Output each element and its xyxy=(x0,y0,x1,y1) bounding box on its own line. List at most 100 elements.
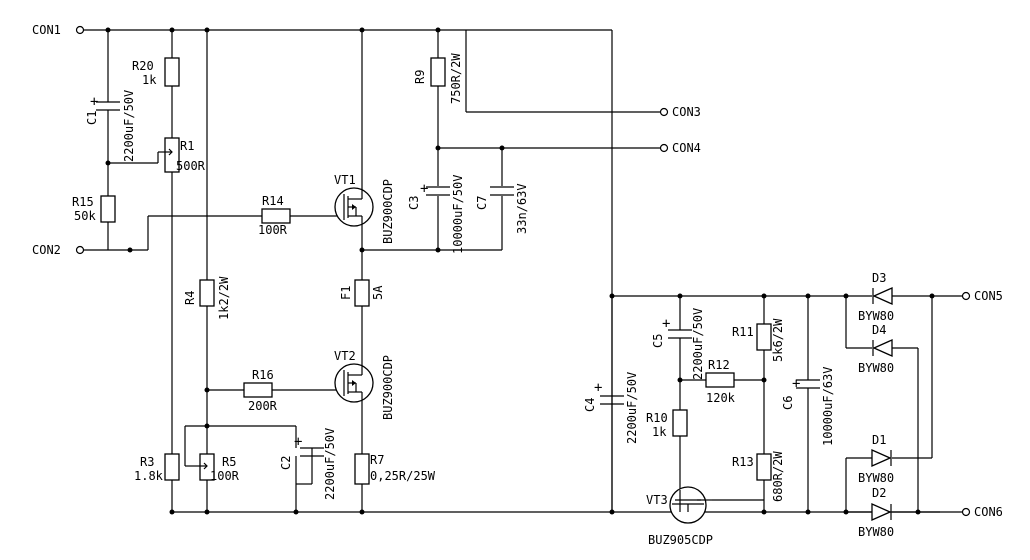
f1-ref: F1 xyxy=(339,286,353,300)
connector-con2: CON2 xyxy=(32,243,85,257)
transistor-vt3: VT3 BUZ905CDP xyxy=(646,486,713,547)
r15-ref: R15 xyxy=(72,195,94,209)
r7-value: 0,25R/25W xyxy=(370,469,436,483)
c1-plus: + xyxy=(90,94,98,110)
vt1-ref: VT1 xyxy=(334,173,356,187)
r5-value: 100R xyxy=(210,469,240,483)
r11-value: 5k6/2W xyxy=(771,318,785,362)
vt2-value: BUZ900CDP xyxy=(381,355,395,420)
d3-ref: D3 xyxy=(872,271,886,285)
resistor-r16: R16 200R xyxy=(243,368,278,413)
r5-ref: R5 xyxy=(222,455,236,469)
wires xyxy=(80,29,962,513)
d2-ref: D2 xyxy=(872,486,886,500)
r20-ref: R20 xyxy=(132,59,154,73)
resistor-r9: R9 750R/2W xyxy=(413,53,463,104)
capacitor-c3: + C3 10000uF/50V xyxy=(407,175,465,254)
resistor-r14: R14 100R xyxy=(258,194,291,237)
resistor-r3: R3 1.8k xyxy=(134,453,180,483)
con5-label: CON5 xyxy=(974,289,1003,303)
c2-ref: C2 xyxy=(279,456,293,470)
c5-value: 2200uF/50V xyxy=(691,308,705,380)
vt2-ref: VT2 xyxy=(334,349,356,363)
transistor-vt2: VT2 BUZ900CDP xyxy=(334,349,395,420)
potentiometer-r5: R5 100R xyxy=(198,453,240,483)
c1-value: 2200uF/50V xyxy=(122,90,136,162)
c4-value: 2200uF/50V xyxy=(625,372,639,444)
resistor-r7: R7 0,25R/25W xyxy=(354,453,436,485)
capacitor-c6: + C6 10000uF/63V xyxy=(781,367,835,446)
diode-d2: D2 BYW80 xyxy=(858,486,894,539)
f1-value: 5A xyxy=(371,285,385,300)
r14-ref: R14 xyxy=(262,194,284,208)
r13-value: 680R/2W xyxy=(771,451,785,502)
transistor-vt1: VT1 BUZ900CDP xyxy=(334,173,395,244)
vt1-value: BUZ900CDP xyxy=(381,179,395,244)
c4-plus: + xyxy=(594,380,602,396)
r7-ref: R7 xyxy=(370,453,384,467)
connector-con6: CON6 xyxy=(961,505,1003,519)
r15-value: 50k xyxy=(74,209,96,223)
c3-ref: C3 xyxy=(407,196,421,210)
r1-value: 500R xyxy=(176,159,206,173)
c7-value: 33n/63V xyxy=(515,183,529,234)
diode-d4: D4 BYW80 xyxy=(858,323,894,375)
con6-label: CON6 xyxy=(974,505,1003,519)
diode-d3: D3 BYW80 xyxy=(858,271,894,323)
r12-value: 120k xyxy=(706,391,736,405)
capacitor-c7: C7 33n/63V xyxy=(475,183,529,234)
r4-ref: R4 xyxy=(183,291,197,305)
c5-plus: + xyxy=(662,316,670,332)
d4-ref: D4 xyxy=(872,323,886,337)
r10-ref: R10 xyxy=(646,411,668,425)
c6-plus: + xyxy=(792,376,800,392)
con1-label: CON1 xyxy=(32,23,61,37)
resistor-r11: R11 5k6/2W xyxy=(732,318,785,362)
r12-ref: R12 xyxy=(708,358,730,372)
resistor-r13: R13 680R/2W xyxy=(732,451,785,502)
r3-ref: R3 xyxy=(140,455,154,469)
capacitor-c1: + C1 2200uF/50V xyxy=(85,90,136,162)
resistor-r12: R12 120k xyxy=(705,358,736,405)
connector-con5: CON5 xyxy=(961,289,1003,303)
connector-con3: CON3 xyxy=(659,105,701,119)
d3-value: BYW80 xyxy=(858,309,894,323)
r14-value: 100R xyxy=(258,223,288,237)
capacitor-c5: + C5 2200uF/50V xyxy=(651,308,705,380)
capacitor-c4: + C4 2200uF/50V xyxy=(583,372,639,444)
r1-ref: R1 xyxy=(180,139,194,153)
d4-value: BYW80 xyxy=(858,361,894,375)
c2-value: 2200uF/50V xyxy=(323,428,337,500)
r13-ref: R13 xyxy=(732,455,754,469)
diode-d1: D1 BYW80 xyxy=(858,433,894,485)
vt3-value: BUZ905CDP xyxy=(648,533,713,547)
resistor-r10: R10 1k xyxy=(646,409,688,439)
con3-label: CON3 xyxy=(672,105,701,119)
c2-plus: + xyxy=(294,434,302,450)
connector-con4: CON4 xyxy=(659,141,701,155)
r4-value: 1k2/2W xyxy=(217,276,231,320)
c6-value: 10000uF/63V xyxy=(821,367,835,446)
c4-ref: C4 xyxy=(583,398,597,412)
resistor-r15: R15 50k xyxy=(72,195,116,223)
d2-value: BYW80 xyxy=(858,525,894,539)
resistor-r4: R4 1k2/2W xyxy=(183,276,231,320)
r3-value: 1.8k xyxy=(134,469,164,483)
potentiometer-r1: R1 500R xyxy=(164,137,206,173)
capacitor-c2: + C2 2200uF/50V xyxy=(279,428,337,500)
d1-ref: D1 xyxy=(872,433,886,447)
c5-ref: C5 xyxy=(651,334,665,348)
junctions xyxy=(105,27,935,515)
d1-value: BYW80 xyxy=(858,471,894,485)
c3-value: 10000uF/50V xyxy=(451,175,465,254)
c3-plus: + xyxy=(420,181,428,197)
r9-ref: R9 xyxy=(413,70,427,84)
con4-label: CON4 xyxy=(672,141,701,155)
r10-value: 1k xyxy=(652,425,667,439)
r20-value: 1k xyxy=(142,73,157,87)
r9-value: 750R/2W xyxy=(449,53,463,104)
vt3-ref: VT3 xyxy=(646,493,668,507)
resistor-r20: R20 1k xyxy=(132,57,180,87)
fuse-f1: F1 5A xyxy=(339,279,385,307)
r11-ref: R11 xyxy=(732,325,754,339)
